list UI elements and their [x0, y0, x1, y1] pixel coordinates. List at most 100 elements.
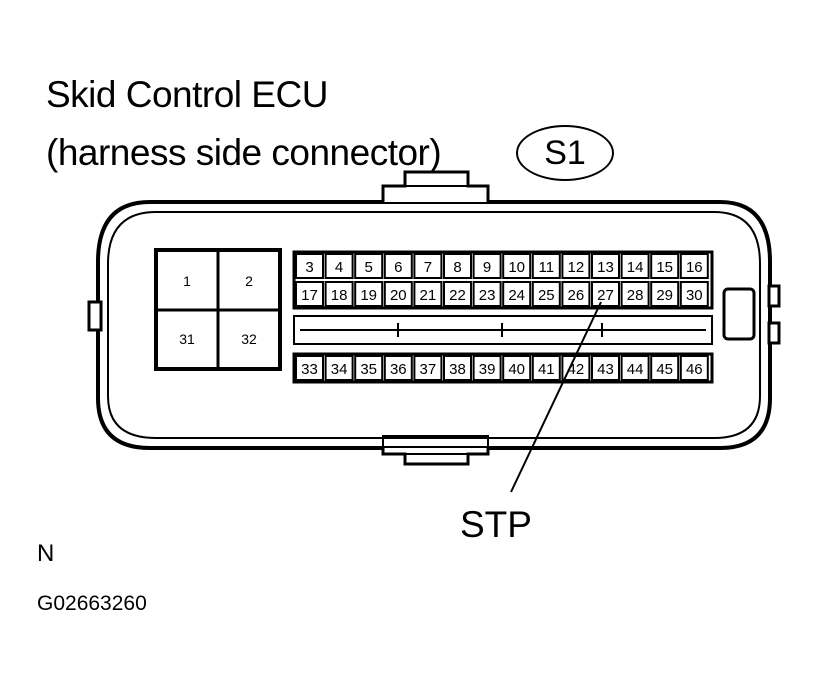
terminal-cavity-16: [679, 253, 709, 279]
terminal-cavity-19: [354, 281, 384, 307]
terminal-41: 41: [538, 361, 555, 378]
lower-pin-block: [292, 352, 714, 384]
terminal-19: 19: [360, 287, 377, 304]
terminal-cavity-37: [413, 355, 443, 381]
terminal-37: 37: [420, 361, 437, 378]
terminal-7: 7: [424, 259, 432, 276]
connector-housing-outer: [96, 200, 772, 450]
terminal-21: 21: [420, 287, 437, 304]
terminal-cavity-11: [531, 253, 561, 279]
terminal-cavity-5: [354, 253, 384, 279]
terminal-cavity-17: [295, 281, 324, 307]
terminal-26: 26: [568, 287, 585, 304]
terminal-cavity-41: [531, 355, 561, 381]
terminal-38: 38: [449, 361, 466, 378]
terminal-45: 45: [656, 361, 673, 378]
terminal-43: 43: [597, 361, 614, 378]
terminal-cavity-46: [679, 355, 709, 381]
terminal-4: 4: [335, 259, 343, 276]
terminal-46: 46: [686, 361, 703, 378]
terminal-27: 27: [597, 287, 614, 304]
terminal-30: 30: [686, 287, 703, 304]
terminal-cavity-38: [443, 355, 472, 381]
terminal-cavity-26: [561, 281, 591, 307]
terminal-23: 23: [479, 287, 496, 304]
bottom-lock-tab: [382, 435, 489, 448]
terminal-cavity-20: [383, 281, 413, 307]
terminal-cavity-21: [413, 281, 443, 307]
terminal-cavity-29: [650, 281, 680, 307]
terminal-cavity-25: [531, 281, 561, 307]
terminal-5: 5: [365, 259, 373, 276]
terminal-9: 9: [483, 259, 491, 276]
terminal-35: 35: [360, 361, 377, 378]
terminal-13: 13: [597, 259, 614, 276]
terminal-10: 10: [508, 259, 525, 276]
terminal-44: 44: [627, 361, 644, 378]
terminal-28: 28: [627, 287, 644, 304]
terminal-29: 29: [656, 287, 673, 304]
connector-housing-inner: [107, 211, 761, 439]
terminal-cavity-33: [295, 355, 324, 381]
terminal-39: 39: [479, 361, 496, 378]
terminal-18: 18: [331, 287, 348, 304]
terminal-36: 36: [390, 361, 407, 378]
terminal-cavity-40: [502, 355, 532, 381]
terminal-14: 14: [627, 259, 644, 276]
terminal-2: 2: [245, 273, 253, 289]
terminal-cavity-27: [591, 281, 620, 307]
terminal-32: 32: [241, 331, 257, 347]
large-terminal-block: 1 2 31 32: [154, 248, 282, 371]
terminal-cavity-13: [591, 253, 620, 279]
terminal-cavity-39: [472, 355, 502, 381]
terminal-20: 20: [390, 287, 407, 304]
terminal-cavity-8: [443, 253, 472, 279]
terminal-cavity-14: [620, 253, 650, 279]
terminal-cavity-10: [502, 253, 532, 279]
terminal-cavity-23: [472, 281, 502, 307]
terminal-cavity-30: [679, 281, 709, 307]
stp-leader-line: [510, 301, 602, 493]
terminal-cavity-45: [650, 355, 680, 381]
terminal-cavity-9: [472, 253, 502, 279]
terminal-cavity-12: [561, 253, 591, 279]
terminal-cavity-3: [295, 253, 324, 279]
terminal-22: 22: [449, 287, 466, 304]
terminal-cavity-35: [354, 355, 384, 381]
terminal-12: 12: [568, 259, 585, 276]
terminal-16: 16: [686, 259, 703, 276]
terminal-11: 11: [539, 259, 555, 276]
terminal-15: 15: [656, 259, 673, 276]
orientation-letter: N: [37, 540, 55, 567]
terminal-33: 33: [301, 361, 318, 378]
terminal-24: 24: [508, 287, 525, 304]
terminal-cavity-43: [591, 355, 620, 381]
diagram-title: Skid Control ECU: [46, 74, 328, 115]
terminal-cavity-28: [620, 281, 650, 307]
terminal-6: 6: [394, 259, 402, 276]
connector-id-badge: S1: [516, 125, 614, 181]
terminal-cavity-4: [324, 253, 354, 279]
terminal-17: 17: [301, 287, 318, 304]
right-side-latch: [722, 287, 756, 341]
upper-pin-block: [292, 250, 714, 310]
terminal-cavity-34: [324, 355, 354, 381]
terminal-25: 25: [538, 287, 555, 304]
stp-callout-label: STP: [460, 504, 532, 545]
figure-code: G02663260: [37, 592, 147, 615]
terminal-cavity-22: [443, 281, 472, 307]
terminal-3: 3: [305, 259, 313, 276]
terminal-40: 40: [508, 361, 525, 378]
terminal-cavity-44: [620, 355, 650, 381]
terminal-cavity-24: [502, 281, 532, 307]
terminal-8: 8: [453, 259, 461, 276]
terminal-cavity-7: [413, 253, 443, 279]
terminal-cavity-15: [650, 253, 680, 279]
terminal-cavity-36: [383, 355, 413, 381]
terminal-34: 34: [331, 361, 348, 378]
terminal-cavity-6: [383, 253, 413, 279]
left-side-key: [87, 300, 103, 332]
terminal-cavity-18: [324, 281, 354, 307]
